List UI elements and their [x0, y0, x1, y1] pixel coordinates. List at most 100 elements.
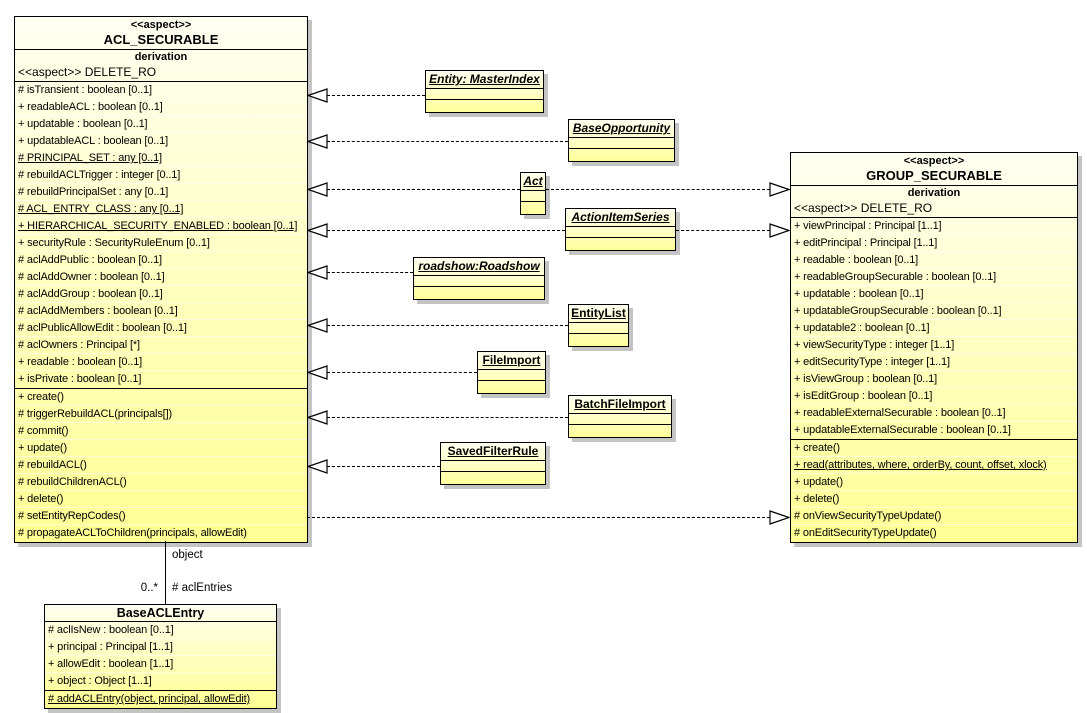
entity-class-name: BaseOpportunity [569, 120, 674, 138]
hollow-arrowhead-left-icon [307, 134, 328, 149]
attribute-row: + securityRule : SecurityRuleEnum [0..1] [15, 235, 307, 252]
hollow-arrowhead-left-icon [307, 182, 328, 197]
operation-row: # propagateACLToChildren(principals, all… [18, 527, 247, 539]
operation-row: + read(attributes, where, orderBy, count… [791, 457, 1077, 474]
attribute-row: + editPrincipal : Principal [1..1] [791, 235, 1077, 252]
attributes-compartment-empty [478, 370, 545, 381]
entity-class-act[interactable]: Act [520, 172, 546, 215]
hollow-arrowhead-left-icon [307, 88, 328, 103]
attribute-row: + updatable : boolean [0..1] [791, 286, 1077, 303]
realization-line-base-opportunity [327, 141, 568, 142]
entity-class-name-text: EntityList [571, 306, 626, 320]
attribute-row: + editSecurityType : integer [1..1] [791, 354, 1077, 371]
attributes-compartment-empty [521, 191, 545, 202]
class-name: GROUP_SECURABLE [866, 168, 1002, 183]
operations-compartment-empty [478, 381, 545, 393]
hollow-arrowhead-right-icon [769, 510, 790, 525]
attribute-row: + viewPrincipal : Principal [1..1] [791, 218, 1077, 235]
operations-compartment-empty [566, 238, 675, 250]
operation-row: + delete() [791, 491, 1077, 508]
operation-row: # setEntityRepCodes() [15, 508, 307, 525]
class-base-acl-entry[interactable]: BaseACLEntry # aclIsNew : boolean [0..1] +… [44, 604, 277, 709]
attribute-row: + readableGroupSecurable : boolean [0..1… [791, 269, 1077, 286]
operation-row: + create() [791, 440, 1077, 457]
delete-ro-stereotype-label: <<aspect>> DELETE_RO [18, 65, 157, 79]
entity-class-name-text: BatchFileImport [574, 397, 666, 411]
hollow-arrowhead-left-icon [307, 410, 328, 425]
delete-ro-stereotype-label: <<aspect>> DELETE_RO [794, 201, 933, 215]
operations-compartment-empty [569, 425, 671, 437]
operations-compartment-empty [569, 149, 674, 161]
operations-compartment-empty [441, 472, 545, 484]
class-name: BaseACLEntry [116, 606, 205, 620]
entity-class-master-index[interactable]: Entity: MasterIndex [425, 70, 544, 113]
entity-class-name: SavedFilterRule [441, 443, 545, 461]
entity-class-name: FileImport [478, 352, 545, 370]
attribute-row: + allowEdit : boolean [1..1] [45, 656, 276, 673]
attributes-compartment-empty [569, 138, 674, 149]
attribute-row: + HIERARCHICAL_SECURITY_ENABLED : boolea… [15, 218, 307, 235]
attribute-row: # aclAddGroup : boolean [0..1] [15, 286, 307, 303]
entity-class-name-text: ActionItemSeries [571, 210, 670, 224]
entity-class-saved-filter-rule[interactable]: SavedFilterRule [440, 442, 546, 485]
attributes-compartment-empty [569, 414, 671, 425]
derivation-compartment: derivation <<aspect>> DELETE_RO [15, 49, 307, 81]
entity-class-name-text: Act [523, 174, 543, 188]
class-name: ACL_SECURABLE [103, 32, 219, 47]
realization-line-acl-to-group [307, 517, 770, 518]
attributes-compartment-empty [414, 276, 544, 287]
entity-class-batch-file-import[interactable]: BatchFileImport [568, 395, 672, 438]
entity-class-name-text: SavedFilterRule [447, 444, 539, 458]
attribute-row: # rebuildACLTrigger : integer [0..1] [15, 167, 307, 184]
operation-row: # onViewSecurityTypeUpdate() [791, 508, 1077, 525]
attribute-row: + updatable : boolean [0..1] [15, 116, 307, 133]
attribute-row: + object : Object [1..1] [48, 675, 152, 687]
association-role-object: object [172, 549, 203, 561]
operation-row: # commit() [15, 423, 307, 440]
hollow-arrowhead-left-icon [307, 459, 328, 474]
attribute-row: + readable : boolean [0..1] [15, 354, 307, 371]
entity-class-name-text: BaseOpportunity [572, 121, 671, 135]
entity-class-name: Entity: MasterIndex [426, 71, 543, 89]
entity-class-action-item-series[interactable]: ActionItemSeries [565, 208, 676, 251]
entity-class-name-text: roadshow:Roadshow [418, 259, 540, 273]
derivation-label: derivation [907, 187, 961, 199]
derivation-label: derivation [134, 51, 188, 63]
entity-class-name: roadshow:Roadshow [414, 258, 544, 276]
entity-class-entity-list[interactable]: EntityList [568, 304, 629, 347]
operation-row: + delete() [15, 491, 307, 508]
realization-line-actionitemseries-right [676, 230, 770, 231]
entity-class-base-opportunity[interactable]: BaseOpportunity [568, 119, 675, 162]
stereotype-label: <<aspect>> [130, 19, 192, 31]
entity-class-file-import[interactable]: FileImport [477, 351, 546, 394]
attributes-compartment-empty [441, 461, 545, 472]
class-acl-securable[interactable]: <<aspect>>ACL_SECURABLE derivation <<aspec… [14, 16, 308, 543]
attribute-row: + updatable2 : boolean [0..1] [791, 320, 1077, 337]
attribute-row: # aclIsNew : boolean [0..1] [45, 622, 276, 639]
attribute-row: + isPrivate : boolean [0..1] [18, 373, 142, 385]
hollow-arrowhead-left-icon [307, 365, 328, 380]
entity-class-name: Act [521, 173, 545, 191]
attribute-row: # rebuildPrincipalSet : any [0..1] [15, 184, 307, 201]
realization-line-master-index [327, 95, 425, 96]
operations-compartment-empty [414, 287, 544, 299]
operation-row: # rebuildACL() [15, 457, 307, 474]
attribute-row: # aclAddOwner : boolean [0..1] [15, 269, 307, 286]
hollow-arrowhead-left-icon [307, 265, 328, 280]
realization-line-entity-list [327, 325, 568, 326]
attribute-row: # aclAddMembers : boolean [0..1] [15, 303, 307, 320]
attribute-row: + readable : boolean [0..1] [791, 252, 1077, 269]
operations-compartment-empty [426, 100, 543, 112]
hollow-arrowhead-right-icon [769, 223, 790, 238]
operation-row: # rebuildChildrenACL() [15, 474, 307, 491]
class-header: BaseACLEntry [45, 605, 276, 621]
attribute-row: + updatableACL : boolean [0..1] [15, 133, 307, 150]
operation-row: + create() [15, 389, 307, 406]
entity-class-roadshow[interactable]: roadshow:Roadshow [413, 257, 545, 300]
operation-row: # addACLEntry(object, principal, allowEd… [48, 693, 251, 705]
attributes-compartment: + viewPrincipal : Principal [1..1]+ edit… [791, 217, 1077, 439]
attribute-row: + updatableGroupSecurable : boolean [0..… [791, 303, 1077, 320]
operations-compartment: + create()+ read(attributes, where, orde… [791, 439, 1077, 542]
